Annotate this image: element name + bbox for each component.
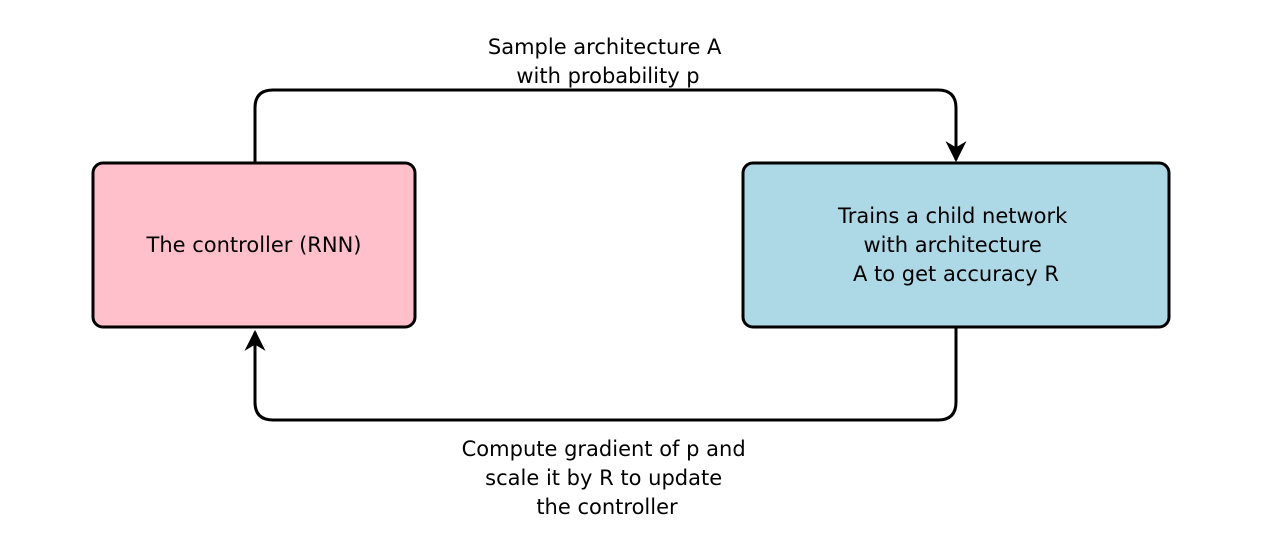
update-edge-label: Compute gradient of p and scale it by R … <box>462 437 753 519</box>
controller-label: The controller (RNN) <box>146 233 362 257</box>
child-network-box <box>741 161 1171 329</box>
update-arrow <box>244 327 958 422</box>
sample-arrow <box>253 88 967 163</box>
controller-box <box>91 161 417 329</box>
sample-edge-label: Sample architecture A with probability p <box>488 35 728 88</box>
child-network-label: Trains a child network with architecture… <box>837 204 1074 286</box>
